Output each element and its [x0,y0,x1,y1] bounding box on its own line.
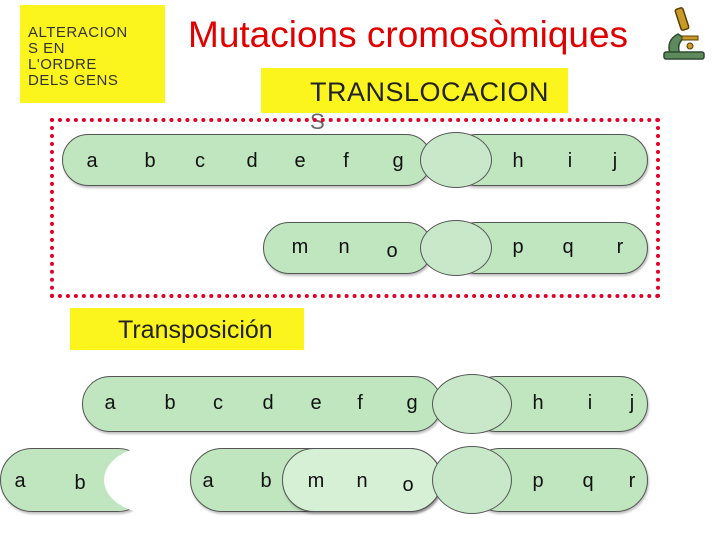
gene-label: q [562,236,574,258]
gene-label: b [74,472,86,494]
gene-label: n [356,470,368,492]
centromere-row3 [432,374,512,434]
transposicion-label-box [70,308,304,350]
chromosome-row3-left-arm [82,376,442,432]
gene-label: a [104,392,116,414]
transposicion-label: Transposición [118,316,273,344]
translocacions-label-line1: TRANSLOCACION [310,77,550,107]
corner-label-line2: S EN [28,40,66,57]
translocacions-label-box [261,68,568,113]
translocation-frame [50,118,660,298]
corner-label-line3: L'ORDRE [28,56,97,73]
gene-label: j [629,392,635,414]
gene-label: f [343,150,349,172]
gene-label: i [567,150,573,172]
gene-label: f [357,392,363,414]
corner-label-line1: ALTERACION [28,24,128,41]
chromosome-row4-gap [104,446,204,514]
centromere-row1 [420,132,492,188]
gene-label: o [402,474,414,496]
gene-label: b [164,392,176,414]
gene-label: b [144,150,156,172]
gene-label: q [582,470,594,492]
gene-label: e [310,392,322,414]
gene-label: h [512,150,524,172]
gene-label: p [532,470,544,492]
gene-label: i [587,392,593,414]
gene-label: c [213,392,223,414]
page-title: Mutacions cromosòmiques [188,14,629,55]
chromosome-row1-left-arm [62,134,432,186]
centromere-row2 [420,220,492,276]
gene-label: r [616,236,624,258]
chromosome-row4-inserted-segment [282,448,442,512]
gene-label: m [291,236,309,258]
corner-label-line4: DELS GENS [28,72,119,89]
gene-label: b [260,470,272,492]
centromere-row4 [432,446,512,514]
gene-label: n [338,236,350,258]
gene-label: h [532,392,544,414]
gene-label: a [202,470,214,492]
gene-label: d [262,392,274,414]
gene-label: g [392,150,404,172]
gene-label: a [14,470,26,492]
gene-label: c [195,150,205,172]
gene-label: p [512,236,524,258]
gene-label: r [628,470,636,492]
gene-label: e [294,150,306,172]
gene-label: g [406,392,418,414]
corner-label-box: ALTERACION S EN L'ORDRE DELS GENS [20,5,165,103]
gene-label: j [612,150,618,172]
gene-label: d [246,150,258,172]
gene-label: m [307,470,325,492]
microscope-logo-icon [663,7,705,60]
gene-label: o [386,240,398,262]
gene-label: a [86,150,98,172]
